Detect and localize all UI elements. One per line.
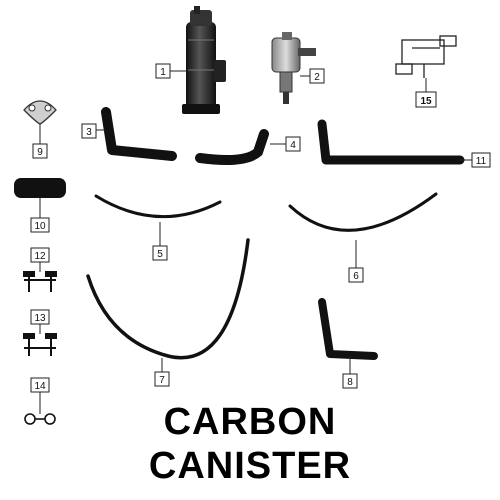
svg-text:12: 12 (34, 251, 46, 262)
bracket-part (395, 35, 457, 78)
callout-10: 10 (30, 217, 50, 233)
callout-9: 9 (32, 143, 48, 159)
callout-11: 11 (471, 152, 491, 168)
callout-13: 13 (30, 309, 50, 325)
callout-5: 5 (152, 245, 168, 261)
thin-arc-hose-part-5 (94, 194, 222, 219)
clamp-part-12 (23, 271, 57, 292)
callout-1: 1 (155, 63, 171, 79)
thin-arc-hose-part-6 (288, 192, 438, 232)
svg-text:2: 2 (314, 72, 320, 83)
svg-text:5: 5 (157, 249, 163, 260)
svg-text:7: 7 (159, 375, 165, 386)
svg-text:8: 8 (347, 377, 353, 388)
title-line-1: CARBON (163, 401, 337, 443)
purge-valve-part (271, 32, 316, 104)
gasket-part (23, 100, 57, 125)
large-hose-part (14, 178, 66, 198)
svg-text:4: 4 (290, 140, 296, 151)
clamp-part-13 (23, 333, 57, 356)
callout-3: 3 (81, 123, 97, 139)
clip-part-14 (24, 413, 56, 425)
svg-text:6: 6 (353, 271, 359, 282)
curved-hose-part-4 (195, 129, 269, 165)
callout-7: 7 (154, 371, 170, 387)
title-line-2: CANISTER (148, 445, 352, 487)
svg-text:15: 15 (420, 96, 432, 107)
svg-text:3: 3 (86, 127, 92, 138)
carbon-canister-part (182, 6, 226, 114)
callout-6: 6 (348, 267, 364, 283)
callout-8: 8 (342, 373, 358, 389)
callout-15: 15 (415, 91, 437, 108)
callout-12: 12 (30, 247, 50, 263)
callout-4: 4 (285, 136, 301, 152)
callout-2: 2 (309, 68, 325, 84)
long-hose-part-7 (86, 238, 250, 360)
svg-text:9: 9 (37, 147, 43, 158)
elbow-hose-part-3 (101, 107, 177, 161)
svg-text:1: 1 (160, 67, 166, 78)
callout-14: 14 (30, 377, 50, 393)
svg-text:13: 13 (34, 313, 46, 324)
long-elbow-hose-part-11 (317, 119, 465, 165)
svg-text:14: 14 (34, 381, 46, 392)
svg-text:10: 10 (34, 221, 46, 232)
leader-lines (39, 70, 472, 414)
svg-text:11: 11 (476, 156, 487, 167)
l-hose-part-8 (318, 298, 378, 360)
